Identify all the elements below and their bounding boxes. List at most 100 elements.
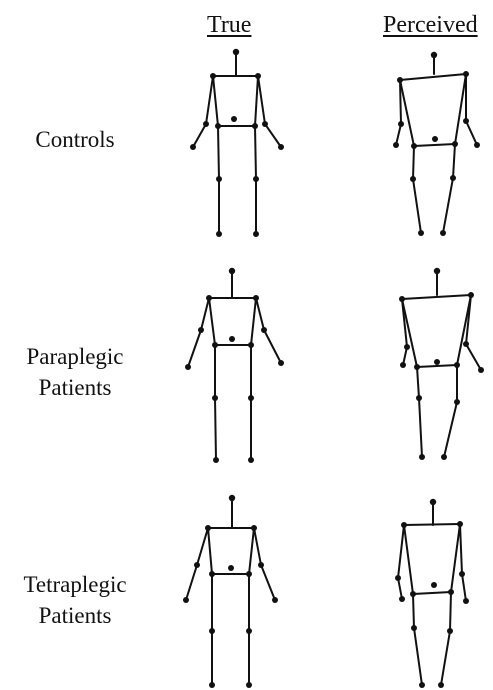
joint-left-hand [183,597,189,603]
joint-left-shoulder [206,295,212,301]
joint-body-center [431,582,437,588]
segment-left-upper-arm [205,75,214,125]
segment-left-upper-arm [200,297,210,331]
joint-head [228,267,236,275]
segment-right-forearm [263,329,282,364]
segment-right-thigh [449,591,452,632]
joint-left-hand [190,144,196,150]
row-label-controls: Controls [0,124,150,155]
segment-right-thigh [254,125,257,180]
segment-left-shin [418,397,423,458]
joint-left-knee [416,395,422,401]
joint-right-shoulder [457,521,463,527]
stick-figure-controls-true [190,48,284,237]
joint-right-elbow [258,562,264,568]
segment-right-forearm [461,573,467,602]
joint-left-hip [410,591,416,597]
segment-left-thigh [412,593,415,629]
segment-right-forearm [465,343,482,371]
row-label-paraplegic-line2: Patients [38,375,112,400]
segment-left-shin [413,627,423,686]
segment-left-shin [412,178,422,234]
row-label-paraplegic-line1: Paraplegic [26,344,124,369]
row-label-tetraplegic-line1: Tetraplegic [23,572,127,597]
joint-body-center [432,136,438,142]
joint-left-elbow [203,121,209,127]
segment-right-torso-side [456,294,472,366]
joint-right-elbow [262,121,268,127]
segment-hip-line [416,364,458,368]
joint-right-elbow [463,118,469,124]
segment-left-torso-side [212,75,219,127]
row-label-tetraplegic: Tetraplegic Patients [0,569,150,631]
segment-left-thigh [416,366,420,399]
segment-left-torso-side [399,79,415,147]
joint-right-hip [248,342,254,348]
joint-left-ankle [216,231,222,237]
stick-figure-paraplegic-perceived [399,267,484,460]
joint-left-shoulder [205,525,211,531]
joint-left-ankle [209,682,215,688]
joint-right-knee [447,628,453,634]
joint-right-knee [248,395,254,401]
joint-right-ankle [441,454,447,460]
segment-hip-line [413,143,456,147]
joint-right-shoulder [468,292,474,298]
segment-right-torso-side [454,73,467,145]
joint-right-hand [463,598,469,604]
stick-figure-tetraplegic-true [183,494,278,688]
segment-right-upper-arm [257,75,266,125]
joint-left-hip [209,571,215,577]
joint-left-knee [209,628,215,634]
joint-right-hip [448,589,454,595]
joint-right-ankle [248,457,254,463]
joint-right-knee [246,628,252,634]
joint-right-knee [253,176,259,182]
segment-right-forearm [264,123,282,148]
joint-body-center [229,336,235,342]
segment-right-shin [443,401,458,458]
joint-right-hip [252,123,258,129]
segment-right-upper-arm [255,297,265,331]
joint-left-hand [185,364,191,370]
joint-right-hip [454,362,460,368]
segment-left-shin [214,397,217,461]
segment-left-forearm [395,123,402,146]
joint-left-ankle [418,230,424,236]
joint-left-hip [411,143,417,149]
joint-left-ankle [213,457,219,463]
stick-figure-paraplegic-true [185,267,284,463]
segment-right-upper-arm [459,523,463,575]
joint-left-elbow [404,344,410,350]
joint-right-shoulder [255,73,261,79]
segment-left-forearm [187,329,202,368]
segment-left-torso-side [207,527,213,575]
joint-left-elbow [198,327,204,333]
segment-right-forearm [260,564,276,601]
segment-left-upper-arm [399,79,402,125]
joint-head [232,48,240,56]
joint-right-hip [246,571,252,577]
joint-right-elbow [463,341,469,347]
segment-right-forearm [465,120,478,146]
segment-left-torso-side [208,297,216,346]
joint-right-ankle [246,682,252,688]
segment-left-upper-arm [397,524,405,579]
joint-right-hand [278,144,284,150]
column-header-perceived: Perceived [383,12,478,38]
joint-left-shoulder [401,522,407,528]
segment-right-upper-arm [253,527,262,566]
segment-shoulder-line [399,73,467,81]
segment-hip-line [412,591,452,595]
row-label-paraplegic: Paraplegic Patients [0,341,150,403]
joint-head [228,494,236,502]
segment-left-thigh [217,125,220,180]
segment-shoulder-line [403,523,461,526]
joint-body-center [434,359,440,365]
joint-right-hand [278,360,284,366]
segment-left-torso-side [401,298,418,368]
segment-left-torso-side [403,524,414,595]
segment-right-torso-side [248,527,255,575]
joint-right-knee [450,175,456,181]
